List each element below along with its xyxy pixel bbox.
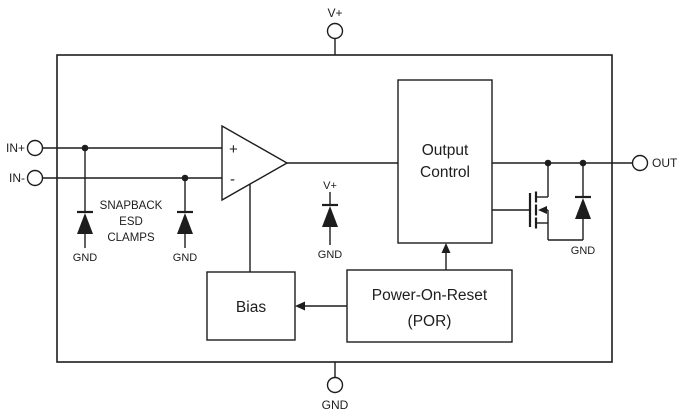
por-label-line1: Power-On-Reset — [372, 287, 488, 304]
comparator-plus-sign: + — [229, 141, 238, 158]
pin-out: OUT — [631, 154, 678, 172]
por-oc-arrowhead — [441, 243, 451, 253]
pin-gnd: GND — [322, 362, 349, 412]
output-control-box — [397, 79, 493, 244]
output-control-label-line1: Output — [422, 142, 469, 159]
out-pin-label: OUT — [652, 156, 678, 170]
bias-block: Bias — [206, 184, 296, 341]
gnd-pin-label: GND — [322, 398, 349, 412]
output-mosfet — [492, 163, 549, 240]
out-diode-anode-triangle — [575, 198, 591, 219]
esd2-gnd-label: GND — [173, 252, 198, 264]
output-esd-diode: GND — [548, 163, 595, 257]
por-to-output-control-arrow — [441, 243, 451, 270]
por-label-line2: (POR) — [408, 313, 452, 330]
esd1-gnd-label: GND — [73, 252, 98, 264]
bias-box — [206, 271, 296, 341]
supply-clamp-diode: V+ GND — [318, 180, 343, 261]
comparator-symbol: + - — [221, 124, 289, 202]
por-bias-arrowhead — [295, 301, 305, 311]
vplus-pin-label: V+ — [327, 6, 342, 20]
in-minus-pin-label: IN- — [9, 171, 25, 185]
in-minus-pin-pad — [26, 169, 44, 187]
por-box — [346, 269, 513, 343]
out-diode-gnd-label: GND — [571, 245, 596, 257]
supply-clamp-gnd-label: GND — [318, 249, 343, 261]
in-plus-pin-pad — [26, 139, 44, 157]
supply-clamp-vplus-label: V+ — [323, 180, 337, 192]
esd-clamp-in-minus: GND — [173, 178, 198, 264]
pin-in-minus: IN- — [9, 169, 222, 187]
comparator-minus-sign: - — [230, 171, 235, 188]
esd-caption-line1: SNAPBACK — [100, 200, 163, 212]
output-control-label-line2: Control — [420, 164, 470, 181]
esd-caption-line3: CLAMPS — [107, 232, 155, 244]
supply-clamp-anode-triangle — [322, 206, 338, 227]
mosfet-body-arrow — [538, 206, 547, 214]
comparator-triangle — [221, 124, 289, 202]
output-control-block: Output Control — [397, 79, 493, 244]
vplus-pin-pad — [326, 22, 344, 40]
bias-label: Bias — [236, 299, 266, 316]
out-pin-pad — [631, 154, 649, 172]
pin-vplus: V+ — [326, 6, 344, 55]
gnd-pin-pad — [326, 376, 344, 394]
esd-clamp-in-plus: GND — [73, 148, 98, 264]
pin-in-plus: IN+ — [6, 139, 222, 157]
esd-caption-line2: ESD — [119, 216, 143, 228]
esd-clamps-caption: SNAPBACK ESD CLAMPS — [100, 200, 163, 244]
in-plus-pin-label: IN+ — [6, 141, 25, 155]
esd2-diode-anode-triangle — [177, 213, 193, 234]
por-to-bias-arrow — [295, 301, 347, 311]
esd1-diode-anode-triangle — [77, 213, 93, 234]
por-block: Power-On-Reset (POR) — [346, 269, 513, 343]
